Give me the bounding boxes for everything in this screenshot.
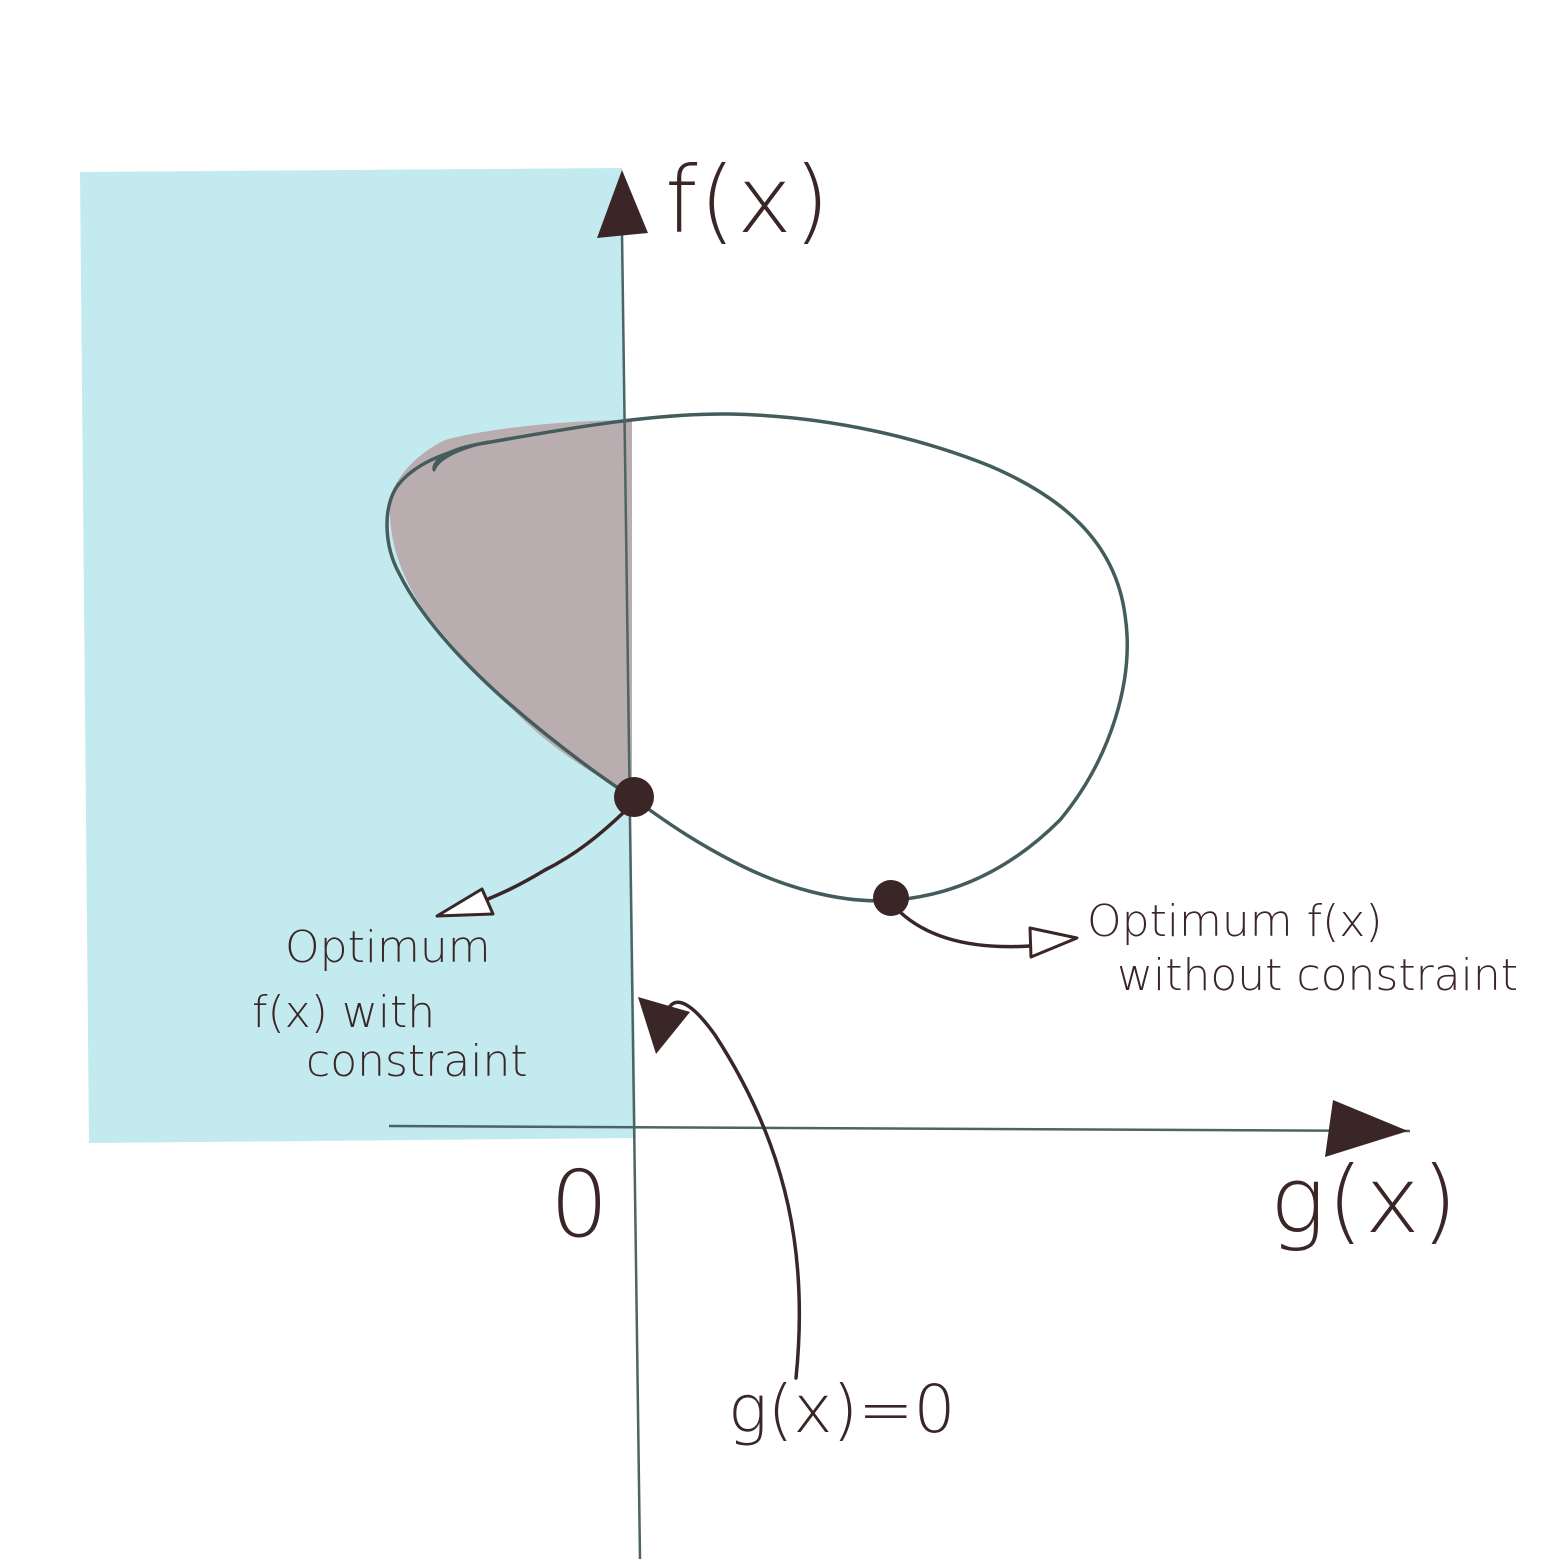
optimum-with-constraint-note-line-3: constraint	[306, 1036, 528, 1087]
constrained-optimum-point	[614, 777, 654, 817]
optimum-without-constraint-note-line-1: Optimum f(x)	[1087, 896, 1383, 947]
feasible-overlap-region	[389, 420, 632, 795]
optimum-with-constraint-note-line-1: Optimum	[285, 922, 491, 973]
unconstrained-optimum-point	[873, 880, 909, 916]
x-axis-label: g(x)	[1270, 1147, 1459, 1254]
feasible-region	[80, 168, 636, 1143]
unconstrained-optimum-arrow	[898, 910, 1032, 949]
constrained-optimum-arrowhead	[435, 887, 495, 918]
x-axis-arrowhead	[1325, 1100, 1408, 1157]
objective-contour-curve	[385, 412, 1129, 903]
constrained-optimum-arrow	[468, 810, 626, 908]
y-axis-line	[620, 231, 642, 1559]
unconstrained-optimum-arrowhead	[1028, 926, 1079, 959]
x-axis-line	[388, 1124, 1411, 1133]
optimum-with-constraint-note-line-2: f(x) with	[252, 987, 435, 1038]
optimum-without-constraint-note-line-2: without constraint	[1117, 950, 1518, 1001]
contour-start-tick	[432, 440, 490, 472]
y-axis-label: f(x)	[665, 147, 832, 254]
y-axis-arrowhead	[597, 170, 648, 238]
constraint-line-arrow	[663, 1000, 802, 1380]
constraint-line-label: g(x)=0	[728, 1371, 955, 1448]
constraint-line-arrowhead	[638, 997, 690, 1054]
origin-label: 0	[550, 1151, 609, 1258]
